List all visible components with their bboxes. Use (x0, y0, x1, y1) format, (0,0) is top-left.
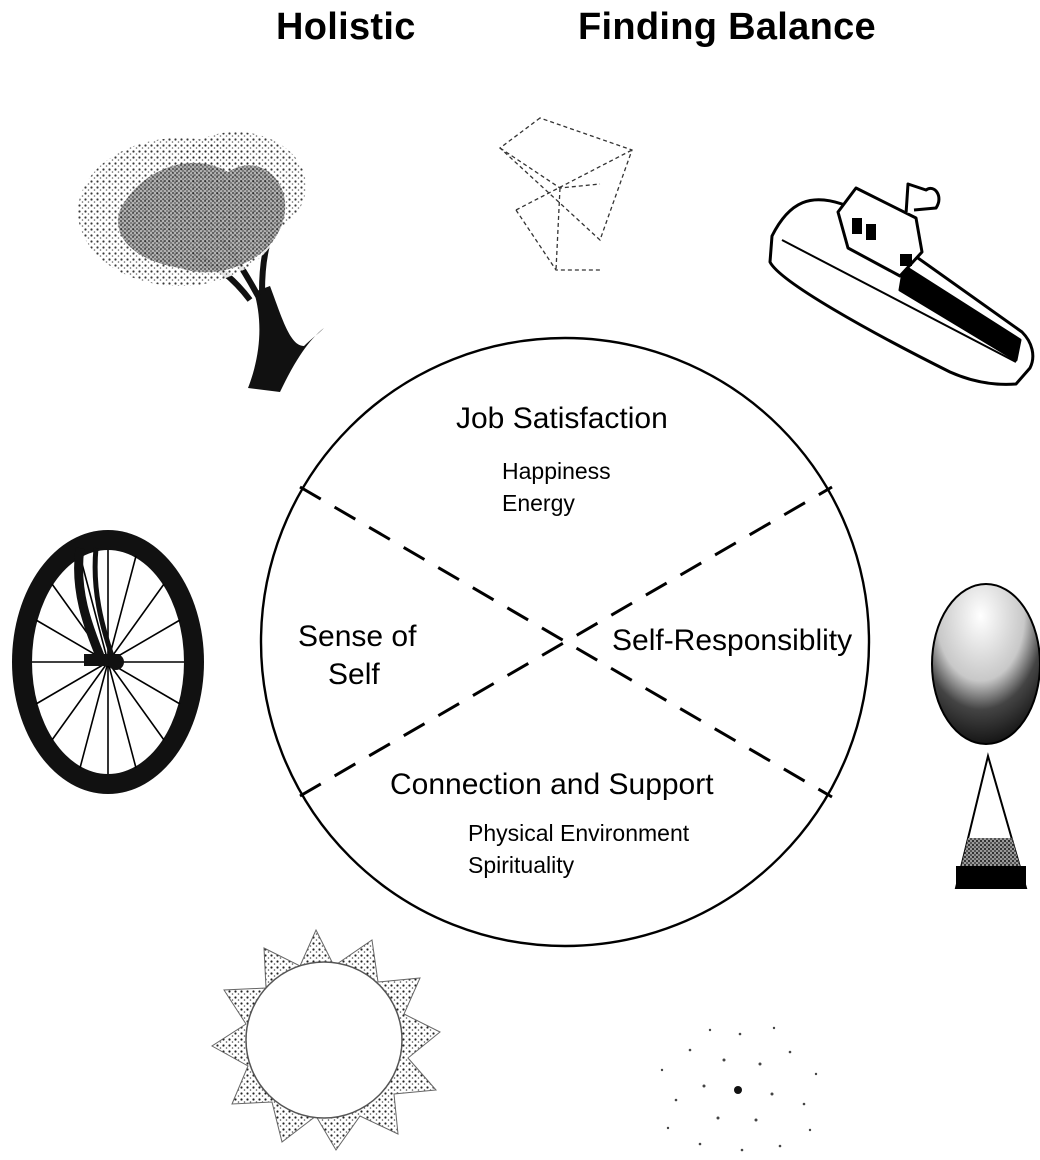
wheel-icon (12, 530, 204, 794)
label-self-responsibility: Self-Responsiblity (612, 624, 853, 657)
balance-circle (259, 336, 871, 948)
tree-icon (78, 132, 324, 392)
list-item-physical-environment: Physical Environment (468, 820, 690, 846)
label-sense-of: Sense of (298, 620, 417, 653)
label-self: Self (328, 658, 380, 691)
title-finding-balance: Finding Balance (578, 6, 876, 48)
list-item-spirituality: Spirituality (468, 852, 575, 878)
label-job-satisfaction: Job Satisfaction (456, 402, 668, 435)
sun-icon (211, 928, 441, 1151)
constellation-icon (498, 117, 633, 271)
divider-line-1 (299, 485, 833, 799)
divider-line-2 (299, 485, 833, 798)
egg-icon (931, 583, 1040, 889)
dots-icon (660, 1026, 818, 1152)
list-item-energy: Energy (502, 490, 575, 516)
label-connection-support: Connection and Support (390, 768, 714, 801)
list-item-happiness: Happiness (502, 458, 611, 484)
title-holistic: Holistic (276, 6, 416, 48)
boat-icon (768, 182, 1035, 386)
